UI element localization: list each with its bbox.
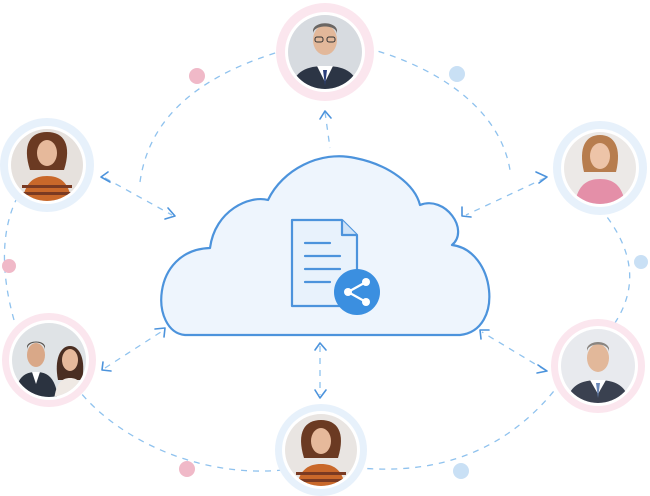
arrow-heads [100, 110, 548, 399]
arrow-lr-in-icon [479, 329, 490, 340]
avatar-lower-left [2, 313, 96, 407]
arrow-ul-in-icon [164, 207, 176, 220]
avatar-upper-left [0, 118, 94, 212]
arrow-top-icon [319, 110, 332, 120]
arrow-ul-out-icon [100, 171, 111, 183]
share-icon [334, 269, 380, 315]
decor-dots [2, 66, 648, 479]
arrow-ll-out-icon [101, 361, 112, 372]
arrow-ur-out-icon [535, 171, 548, 184]
avatar-bottom [275, 404, 367, 496]
arrow-ll-in-icon [154, 327, 166, 338]
avatar-upper-right [553, 121, 647, 215]
dashed-connections [3, 47, 631, 472]
arrow-lr-out-icon [536, 364, 548, 374]
avatar-lower-right [551, 319, 645, 413]
arrow-bot-up-icon [314, 342, 327, 351]
avatar-top [276, 3, 374, 101]
arrow-bot-down-icon [314, 389, 327, 399]
arrow-ur-in-icon [461, 206, 472, 218]
